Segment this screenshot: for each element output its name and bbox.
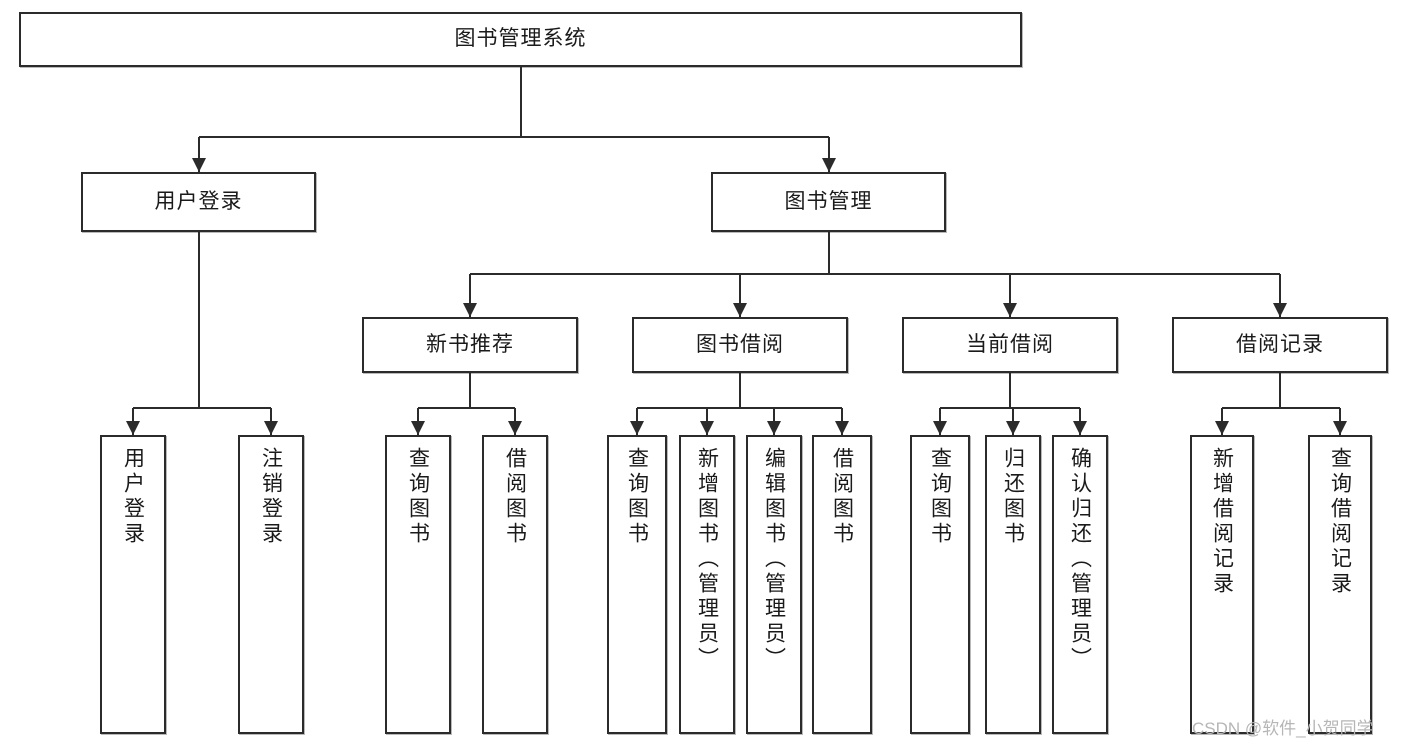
connector-arrowhead: [1215, 421, 1229, 435]
node-label: 当前借阅: [966, 332, 1054, 356]
connector-login-bus: [133, 407, 271, 409]
connector-arrowhead: [933, 421, 947, 435]
connector-drop: [827, 137, 830, 172]
connector-bus: [637, 407, 842, 409]
connector-root-stem: [519, 67, 522, 137]
node-leaf-query-book-c[interactable]: 查询图书: [910, 435, 970, 734]
connector-bus: [1222, 407, 1340, 409]
node-leaf-borrow-book-a[interactable]: 借阅图书: [482, 435, 548, 734]
node-label: 查询图书: [928, 447, 952, 547]
connector-bus: [418, 407, 515, 409]
node-leaf-confirm-return-admin[interactable]: 确认归还（管理员）: [1052, 435, 1108, 734]
connector-arrowhead: [835, 421, 849, 435]
node-label: 借阅图书: [830, 447, 854, 547]
node-leaf-logout[interactable]: 注销登录: [238, 435, 304, 734]
connector-stem: [739, 373, 741, 408]
connector-arrowhead: [767, 421, 781, 435]
node-label: 借阅记录: [1236, 332, 1324, 356]
node-leaf-add-borrow-record[interactable]: 新增借阅记录: [1190, 435, 1254, 734]
connector-drop: [739, 274, 741, 317]
node-label: 注销登录: [259, 447, 283, 547]
connector-arrowhead: [264, 421, 278, 435]
node-borrow-record[interactable]: 借阅记录: [1172, 317, 1388, 373]
connector-arrowhead: [1006, 421, 1020, 435]
csdn-watermark: CSDN @软件_小贺同学: [1192, 719, 1374, 738]
node-current-borrow[interactable]: 当前借阅: [902, 317, 1118, 373]
node-label: 用户登录: [154, 189, 243, 213]
connector-drop: [1279, 274, 1281, 317]
connector-management-stem: [827, 232, 830, 274]
node-label: 新增图书（管理员）: [695, 447, 719, 672]
node-book-management[interactable]: 图书管理: [711, 172, 946, 232]
connector-arrowhead: [821, 158, 836, 172]
node-label: 确认归还（管理员）: [1068, 447, 1092, 672]
connector-arrowhead: [733, 303, 747, 317]
connector-bus: [940, 407, 1080, 409]
node-leaf-edit-book-admin[interactable]: 编辑图书（管理员）: [746, 435, 802, 734]
connector-management-bus: [470, 273, 1280, 275]
node-label: 查询图书: [406, 447, 430, 547]
node-leaf-query-book-a[interactable]: 查询图书: [385, 435, 451, 734]
connector-arrowhead: [1003, 303, 1017, 317]
connector-arrowhead: [1273, 303, 1287, 317]
connector-arrowhead: [700, 421, 714, 435]
node-book-borrow[interactable]: 图书借阅: [632, 317, 848, 373]
connector-arrowhead: [630, 421, 644, 435]
node-label: 归还图书: [1001, 447, 1025, 547]
node-leaf-query-book-b[interactable]: 查询图书: [607, 435, 667, 734]
connector-drop: [469, 274, 471, 317]
connector-arrowhead: [508, 421, 522, 435]
node-leaf-query-borrow-record[interactable]: 查询借阅记录: [1308, 435, 1372, 734]
node-label: 查询借阅记录: [1328, 447, 1352, 597]
node-label: 图书管理: [784, 189, 873, 213]
node-label: 编辑图书（管理员）: [762, 447, 786, 672]
connector-arrowhead: [126, 421, 140, 435]
connector-stem: [469, 373, 471, 408]
connector-arrowhead: [463, 303, 477, 317]
node-root-system[interactable]: 图书管理系统: [19, 12, 1022, 67]
node-new-book-recommend[interactable]: 新书推荐: [362, 317, 578, 373]
connector-drop: [1009, 274, 1011, 317]
connector-drop: [197, 137, 200, 172]
node-label: 查询图书: [625, 447, 649, 547]
connector-root-bus: [198, 136, 829, 138]
connector-arrowhead: [411, 421, 425, 435]
node-leaf-add-book-admin[interactable]: 新增图书（管理员）: [679, 435, 735, 734]
node-leaf-user-login[interactable]: 用户登录: [100, 435, 166, 734]
node-label: 新书推荐: [426, 332, 514, 356]
connector-arrowhead: [191, 158, 206, 172]
connector-stem: [1279, 373, 1281, 408]
node-label: 图书管理系统: [454, 27, 587, 51]
node-leaf-return-book[interactable]: 归还图书: [985, 435, 1041, 734]
node-label: 新增借阅记录: [1210, 447, 1234, 597]
connector-login-stem: [197, 232, 200, 408]
node-label: 图书借阅: [696, 332, 784, 356]
node-leaf-borrow-book-b[interactable]: 借阅图书: [812, 435, 872, 734]
connector-arrowhead: [1073, 421, 1087, 435]
node-label: 借阅图书: [503, 447, 527, 547]
node-user-login[interactable]: 用户登录: [81, 172, 316, 232]
connector-stem: [1009, 373, 1011, 408]
node-label: 用户登录: [121, 447, 145, 547]
connector-arrowhead: [1333, 421, 1347, 435]
